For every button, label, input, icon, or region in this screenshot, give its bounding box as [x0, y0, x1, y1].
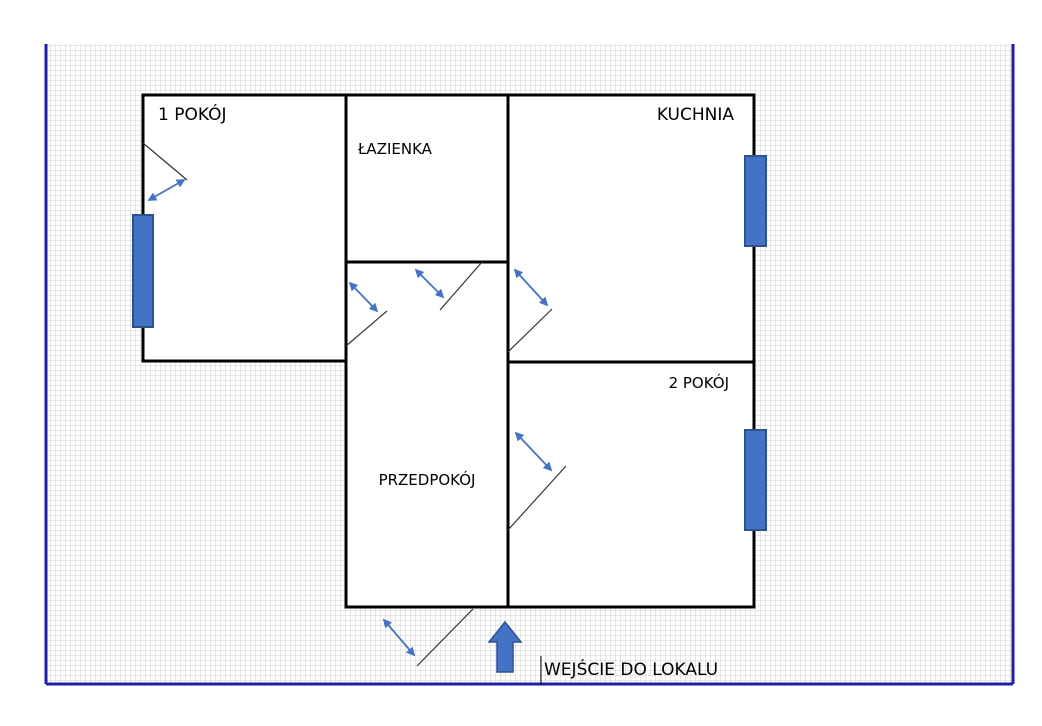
- room-fills: [143, 95, 754, 607]
- door-arrow-icon: [414, 268, 445, 299]
- room-label-przedpokoj: PRZEDPOKÓJ: [379, 470, 476, 489]
- room-label-pokoj-1: 1 POKÓJ: [158, 103, 226, 125]
- door-leaf-kuchnia: [507, 308, 553, 353]
- door-arrow-icon: [382, 618, 416, 657]
- room-label-kuchnia: KUCHNIA: [657, 105, 735, 125]
- door-arrow-icon: [513, 268, 549, 307]
- door-leaves: [142, 142, 567, 667]
- door-leaf-entrance: [416, 608, 474, 667]
- door-leaf-pokoj-1: [142, 142, 188, 181]
- entrance-arrow-icon: [487, 620, 523, 673]
- window-kuchnia: [744, 155, 767, 247]
- door-arrow-icon: [348, 281, 379, 313]
- door-arrows: [147, 179, 553, 657]
- room-label-lazienka: ŁAZIENKA: [357, 140, 433, 158]
- window-pokoj-1: [132, 214, 154, 328]
- room-label-pokoj-2: 2 POKÓJ: [669, 373, 729, 392]
- door-arrow-icon: [514, 431, 553, 472]
- door-leaf-lazienka: [439, 261, 483, 311]
- window-pokoj-2: [744, 429, 767, 531]
- door-leaf-pokoj-2: [507, 465, 567, 531]
- windows: [132, 155, 767, 531]
- door-arrow-icon: [147, 179, 186, 201]
- entrance-label: WEJŚCIE DO LOKALU: [544, 658, 718, 680]
- door-leaf-przedpokoj-left: [345, 310, 388, 347]
